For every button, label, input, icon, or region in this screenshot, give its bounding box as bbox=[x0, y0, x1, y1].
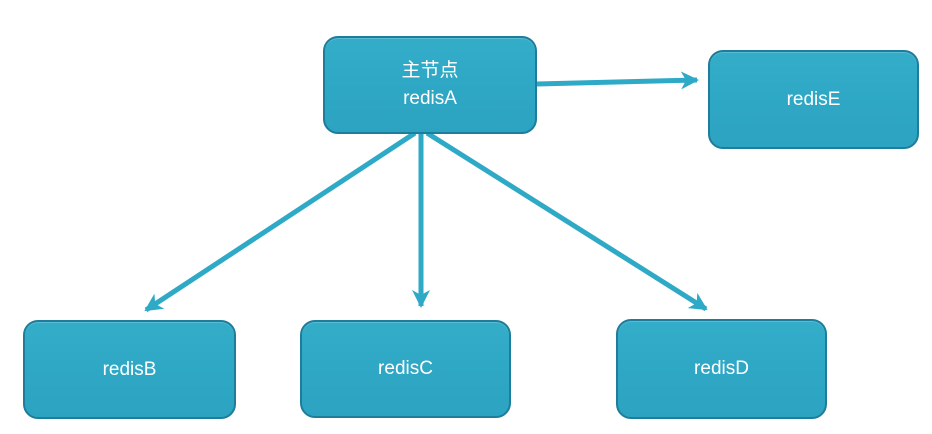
node-redisB-label: redisB bbox=[102, 358, 157, 380]
node-redisA-title: 主节点 bbox=[401, 60, 459, 81]
edge-redisA-redisE bbox=[536, 71, 699, 90]
node-redisE-label: redisE bbox=[786, 88, 841, 110]
node-redisC: redisC bbox=[300, 320, 511, 418]
edge-redisA-redisB bbox=[144, 130, 417, 313]
node-redisD-label: redisD bbox=[694, 358, 749, 379]
node-redisB: redisB bbox=[23, 320, 236, 419]
edge-redisA-redisD bbox=[425, 130, 708, 312]
node-redisD: redisD bbox=[616, 319, 827, 419]
node-redisE: redisE bbox=[708, 50, 919, 149]
node-redisA: 主节点 redisA bbox=[323, 36, 537, 134]
node-redisC-label: redisC bbox=[378, 358, 433, 379]
node-redisA-label: redisA bbox=[403, 88, 457, 109]
